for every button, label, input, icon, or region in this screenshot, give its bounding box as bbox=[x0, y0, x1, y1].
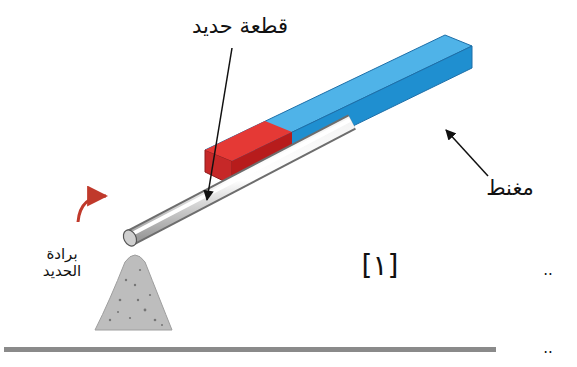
leader-line bbox=[446, 130, 488, 176]
part-label: برادة الحديد bbox=[31, 246, 93, 281]
iron-rod bbox=[121, 120, 352, 248]
magnet bbox=[205, 35, 472, 185]
iron-filings bbox=[95, 255, 172, 330]
cut-text: .. bbox=[543, 340, 553, 357]
rule-line bbox=[4, 347, 496, 352]
cut-text: .. bbox=[543, 262, 553, 279]
part-label: قطعة حديد bbox=[192, 14, 288, 38]
curved-arrow bbox=[78, 196, 106, 222]
part-label: مغنط bbox=[486, 176, 534, 200]
leader-line bbox=[207, 48, 232, 200]
figure-number: [١] bbox=[362, 250, 399, 282]
